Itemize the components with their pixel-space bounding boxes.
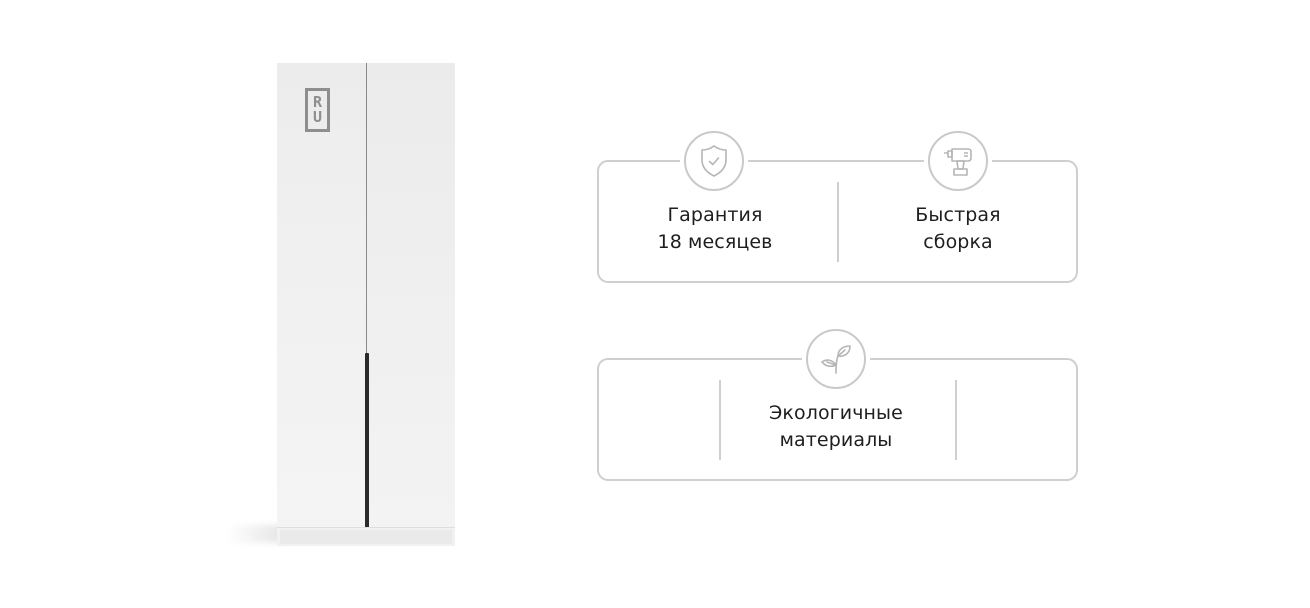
drill-icon (944, 148, 972, 176)
feature-warranty-line1: Гарантия (667, 204, 763, 226)
sprout-leaf-icon (821, 345, 851, 374)
door-split-line (366, 63, 367, 527)
divider-right (955, 380, 957, 460)
eco-icon-badge (796, 329, 876, 389)
plinth (277, 527, 455, 546)
right-door (367, 63, 455, 527)
assembly-icon-badge (918, 131, 998, 191)
floor-shadow (227, 525, 287, 543)
divider-left (719, 380, 721, 460)
ru-logo: R U (305, 88, 330, 132)
feature-warranty-line2: 18 месяцев (657, 231, 773, 253)
logo-letter-r: R (312, 93, 323, 111)
divider (837, 182, 839, 262)
feature-box-top (597, 160, 1078, 283)
feature-eco-line1: Экологичные (769, 402, 903, 424)
left-door (277, 63, 366, 527)
feature-eco: Экологичные материалы (741, 400, 931, 454)
feature-assembly-line1: Быстрая (915, 204, 1001, 226)
wardrobe-image: R U (227, 63, 455, 546)
feature-warranty: Гарантия 18 месяцев (620, 202, 810, 256)
feature-eco-line2: материалы (779, 429, 893, 451)
warranty-icon-badge (674, 131, 754, 191)
shield-check-icon (701, 145, 727, 177)
door-handle (365, 353, 369, 531)
feature-assembly: Быстрая сборка (863, 202, 1053, 256)
feature-assembly-line2: сборка (923, 231, 993, 253)
logo-letter-u: U (312, 108, 323, 126)
